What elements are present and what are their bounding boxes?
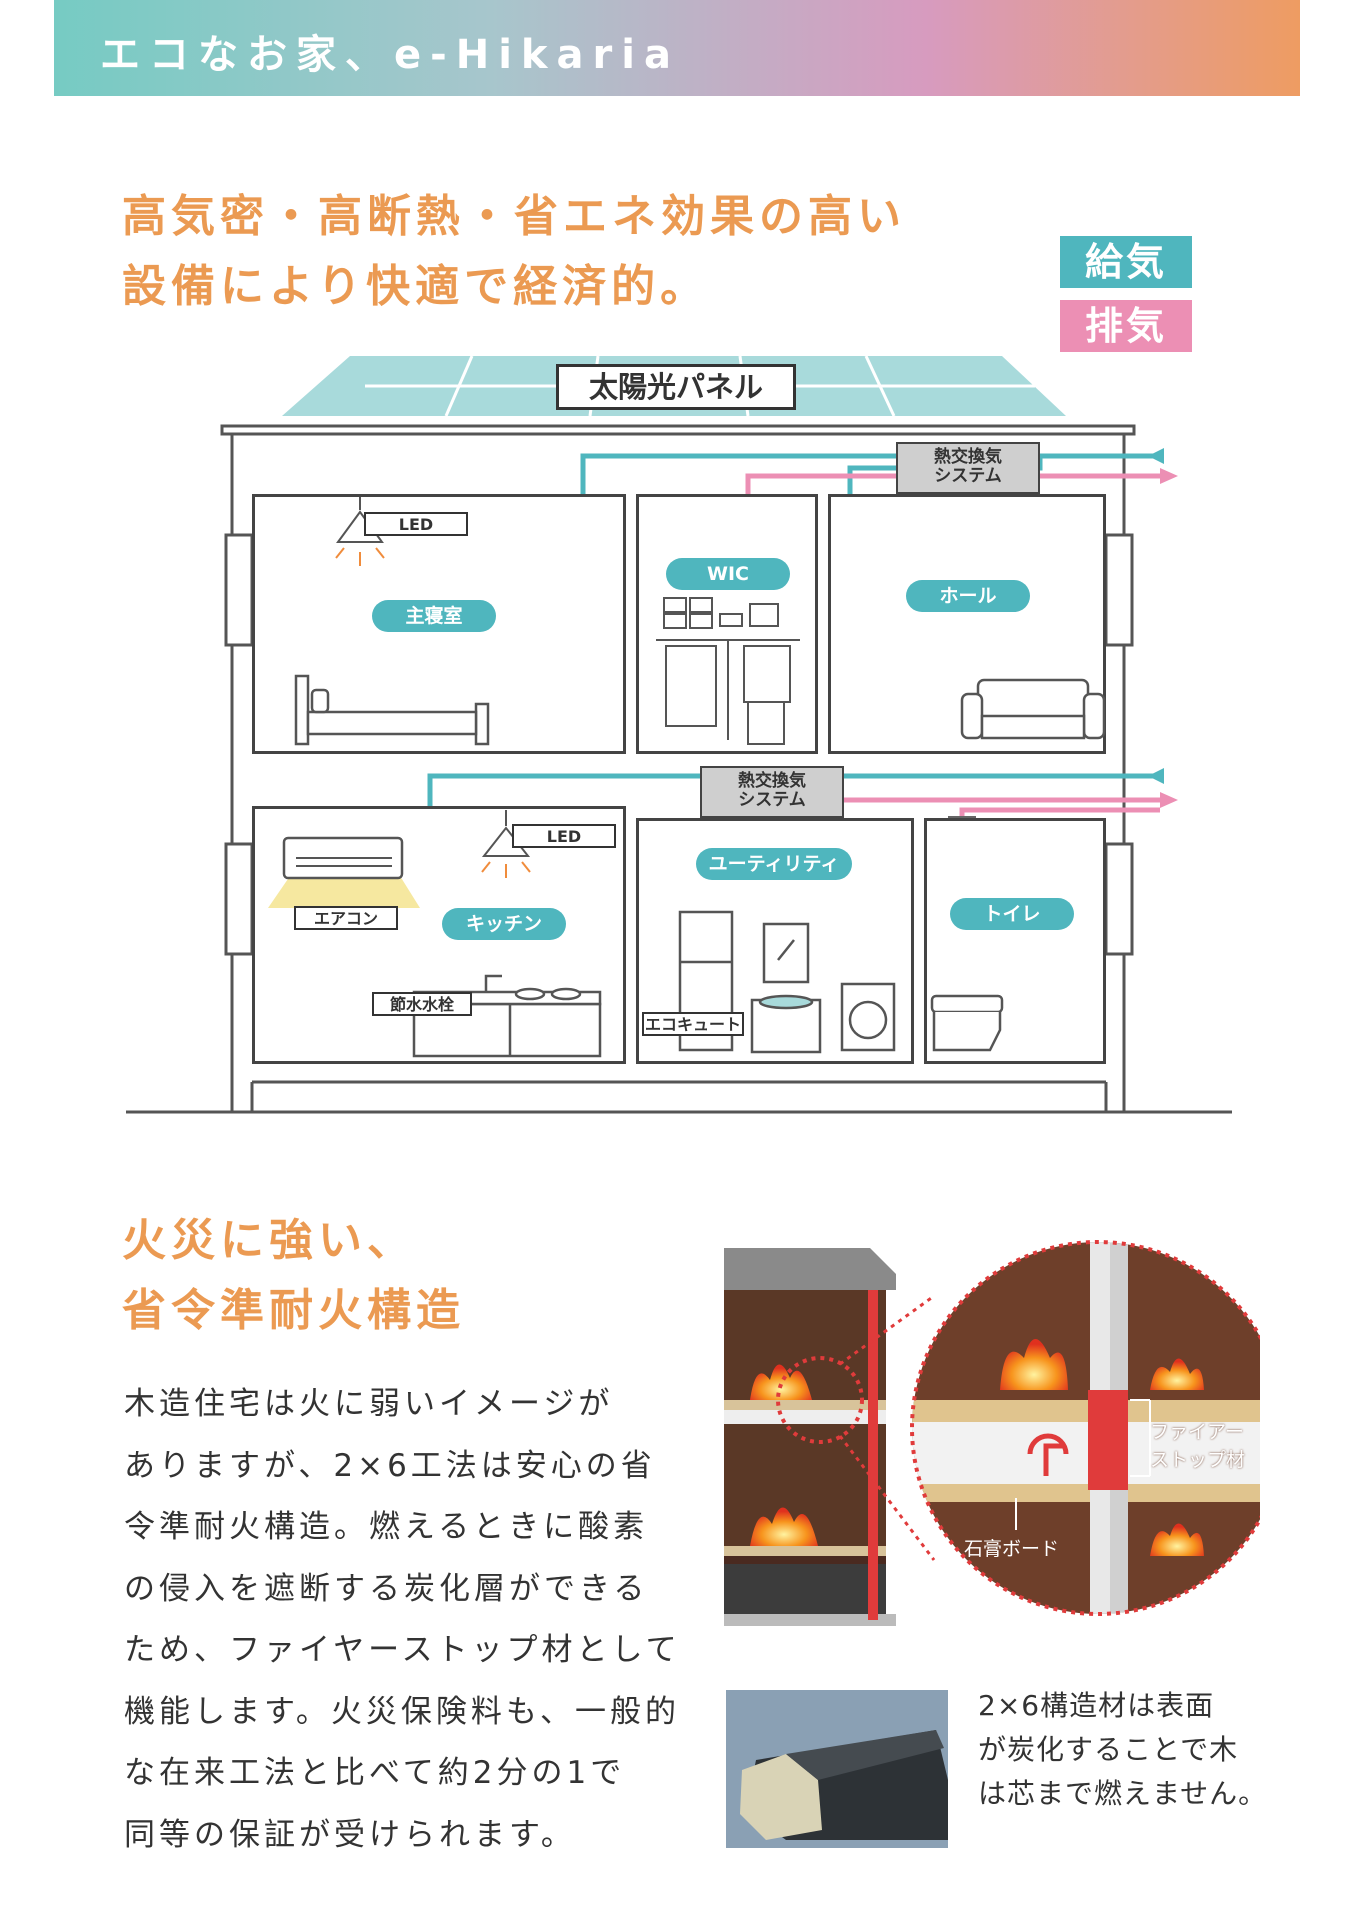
- bed-icon: [294, 674, 490, 746]
- ecocute-label: エコキュート: [642, 1012, 744, 1036]
- fire-body-line: 機能します。火災保険料も、一般的: [124, 1693, 680, 1730]
- fire-body-line: な在来工法と比べて約2分の1で: [124, 1755, 626, 1791]
- lower-intake-arrow-icon: [1148, 768, 1164, 784]
- room-label-hall: ホール: [906, 580, 1030, 612]
- zoom-detail: [912, 1242, 1260, 1614]
- lower-exhaust-arrow-icon: [1160, 792, 1178, 808]
- room-label-kitchen: キッチン: [442, 908, 566, 940]
- charred-wood-caption: 2×6構造材は表面 が炭化することで木 は芯まで燃えません。: [978, 1684, 1267, 1816]
- firestop-callout: ファイアー ストップ材: [1150, 1421, 1246, 1471]
- vanity-icon: [750, 922, 822, 1054]
- room-icons: [268, 497, 1106, 1058]
- led-label-upper: LED: [364, 512, 468, 536]
- fire-headline-line-1: 火災に強い、: [122, 1215, 416, 1266]
- closet-icon: [656, 597, 800, 745]
- solar-panel-label: 太陽光パネル: [556, 364, 796, 410]
- aircon-label: エアコン: [294, 906, 398, 930]
- gypsum-callout: 石膏ボード: [964, 1538, 1060, 1560]
- eco-headline-line-2: 設備により快適で経済的。: [122, 261, 710, 312]
- fire-body-line: ため、ファイヤーストップ材として: [124, 1632, 681, 1668]
- heat-exchange-vent-upper: 熱交換気 システム: [896, 442, 1040, 494]
- legend-supply: 給気: [1060, 236, 1192, 288]
- sofa-icon: [960, 678, 1106, 740]
- heat-exchange-vent-lower: 熱交換気 システム: [700, 766, 844, 818]
- fire-body-line: ありますが、2×6工法は安心の省: [124, 1447, 656, 1484]
- fire-body-line: 令準耐火構造。燃えるときに酸素: [124, 1509, 649, 1545]
- room-label-wic: WIC: [666, 558, 790, 590]
- house-cutaway-icon: [724, 1248, 896, 1626]
- room-label-toilet: トイレ: [950, 898, 1074, 930]
- legend-exhaust: 排気: [1060, 300, 1192, 352]
- fire-headline-line-2: 省令準耐火構造: [122, 1285, 465, 1336]
- toilet-icon: [930, 994, 1004, 1052]
- eco-headline-line-1: 高気密・高断熱・省エネ効果の高い: [122, 191, 906, 242]
- fire-body-line: 木造住宅は火に弱いイメージが: [124, 1386, 614, 1422]
- upper-exhaust-arrow-icon: [1160, 468, 1178, 484]
- charred-wood-photo: [726, 1690, 948, 1848]
- fire-structure-illustration: [724, 1240, 1260, 1626]
- fire-body-text: 木造住宅は火に弱いイメージが ありますが、2×6工法は安心の省 令準耐火構造。燃…: [124, 1374, 681, 1866]
- led-label-lower: LED: [512, 824, 616, 848]
- caption-line: が炭化することで木: [978, 1733, 1239, 1766]
- header-band: [54, 0, 1300, 96]
- fire-body-line: 同等の保証が受けられます。: [124, 1816, 576, 1853]
- room-label-utility: ユーティリティ: [696, 848, 852, 880]
- upper-intake-arrow-icon: [1148, 448, 1164, 464]
- faucet-label: 節水水栓: [372, 992, 472, 1016]
- air-conditioner-icon: [268, 836, 420, 908]
- page-title: エコなお家、e-Hikaria: [100, 32, 680, 78]
- house-outline: [220, 424, 1136, 1112]
- kitchen-counter-icon: [412, 974, 602, 1058]
- caption-line: は芯まで燃えません。: [978, 1777, 1268, 1810]
- washing-machine-icon: [840, 982, 896, 1052]
- fire-body-line: の侵入を遮断する炭化層ができる: [124, 1570, 649, 1607]
- caption-line: 2×6構造材は表面: [978, 1689, 1215, 1722]
- room-label-master-bedroom: 主寝室: [372, 600, 496, 632]
